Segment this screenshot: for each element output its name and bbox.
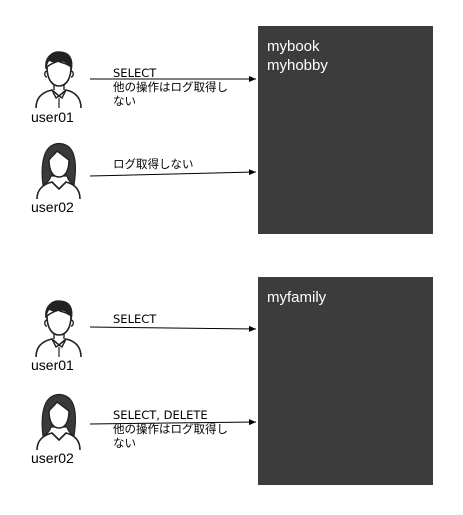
permission-line: ログ取得しない xyxy=(113,157,194,171)
user-name: user01 xyxy=(31,109,74,125)
database-name: myhobby xyxy=(267,57,328,74)
access-arrow xyxy=(89,325,257,332)
user-name: user02 xyxy=(31,199,74,215)
permission-label: ログ取得しない xyxy=(113,157,194,171)
user-name: user02 xyxy=(31,450,74,466)
permission-line: SELECT, DELETE xyxy=(113,408,208,422)
permission-label: SELECT 他の操作はログ取得し ない xyxy=(113,66,228,108)
permission-line: SELECT xyxy=(113,312,157,326)
permission-label: SELECT, DELETE 他の操作はログ取得し ない xyxy=(113,408,228,450)
permission-line: 他の操作はログ取得し xyxy=(113,422,228,436)
permission-line: ない xyxy=(113,94,136,108)
male-user-icon xyxy=(33,49,83,109)
database-name: mybook xyxy=(267,38,320,55)
database-name: myfamily xyxy=(267,289,327,306)
access-arrow xyxy=(89,419,257,426)
female-user-icon xyxy=(33,391,83,451)
permission-line: SELECT xyxy=(113,66,157,80)
male-user-icon xyxy=(33,298,83,358)
user-name: user01 xyxy=(31,357,74,373)
database-box: myfamily xyxy=(258,277,433,485)
access-arrow xyxy=(89,169,257,177)
permission-label: SELECT xyxy=(113,312,156,326)
female-user-icon xyxy=(33,140,83,200)
database-box: mybook myhobby xyxy=(258,26,433,234)
permission-line: 他の操作はログ取得し xyxy=(113,80,228,94)
permission-line: ない xyxy=(113,436,136,450)
